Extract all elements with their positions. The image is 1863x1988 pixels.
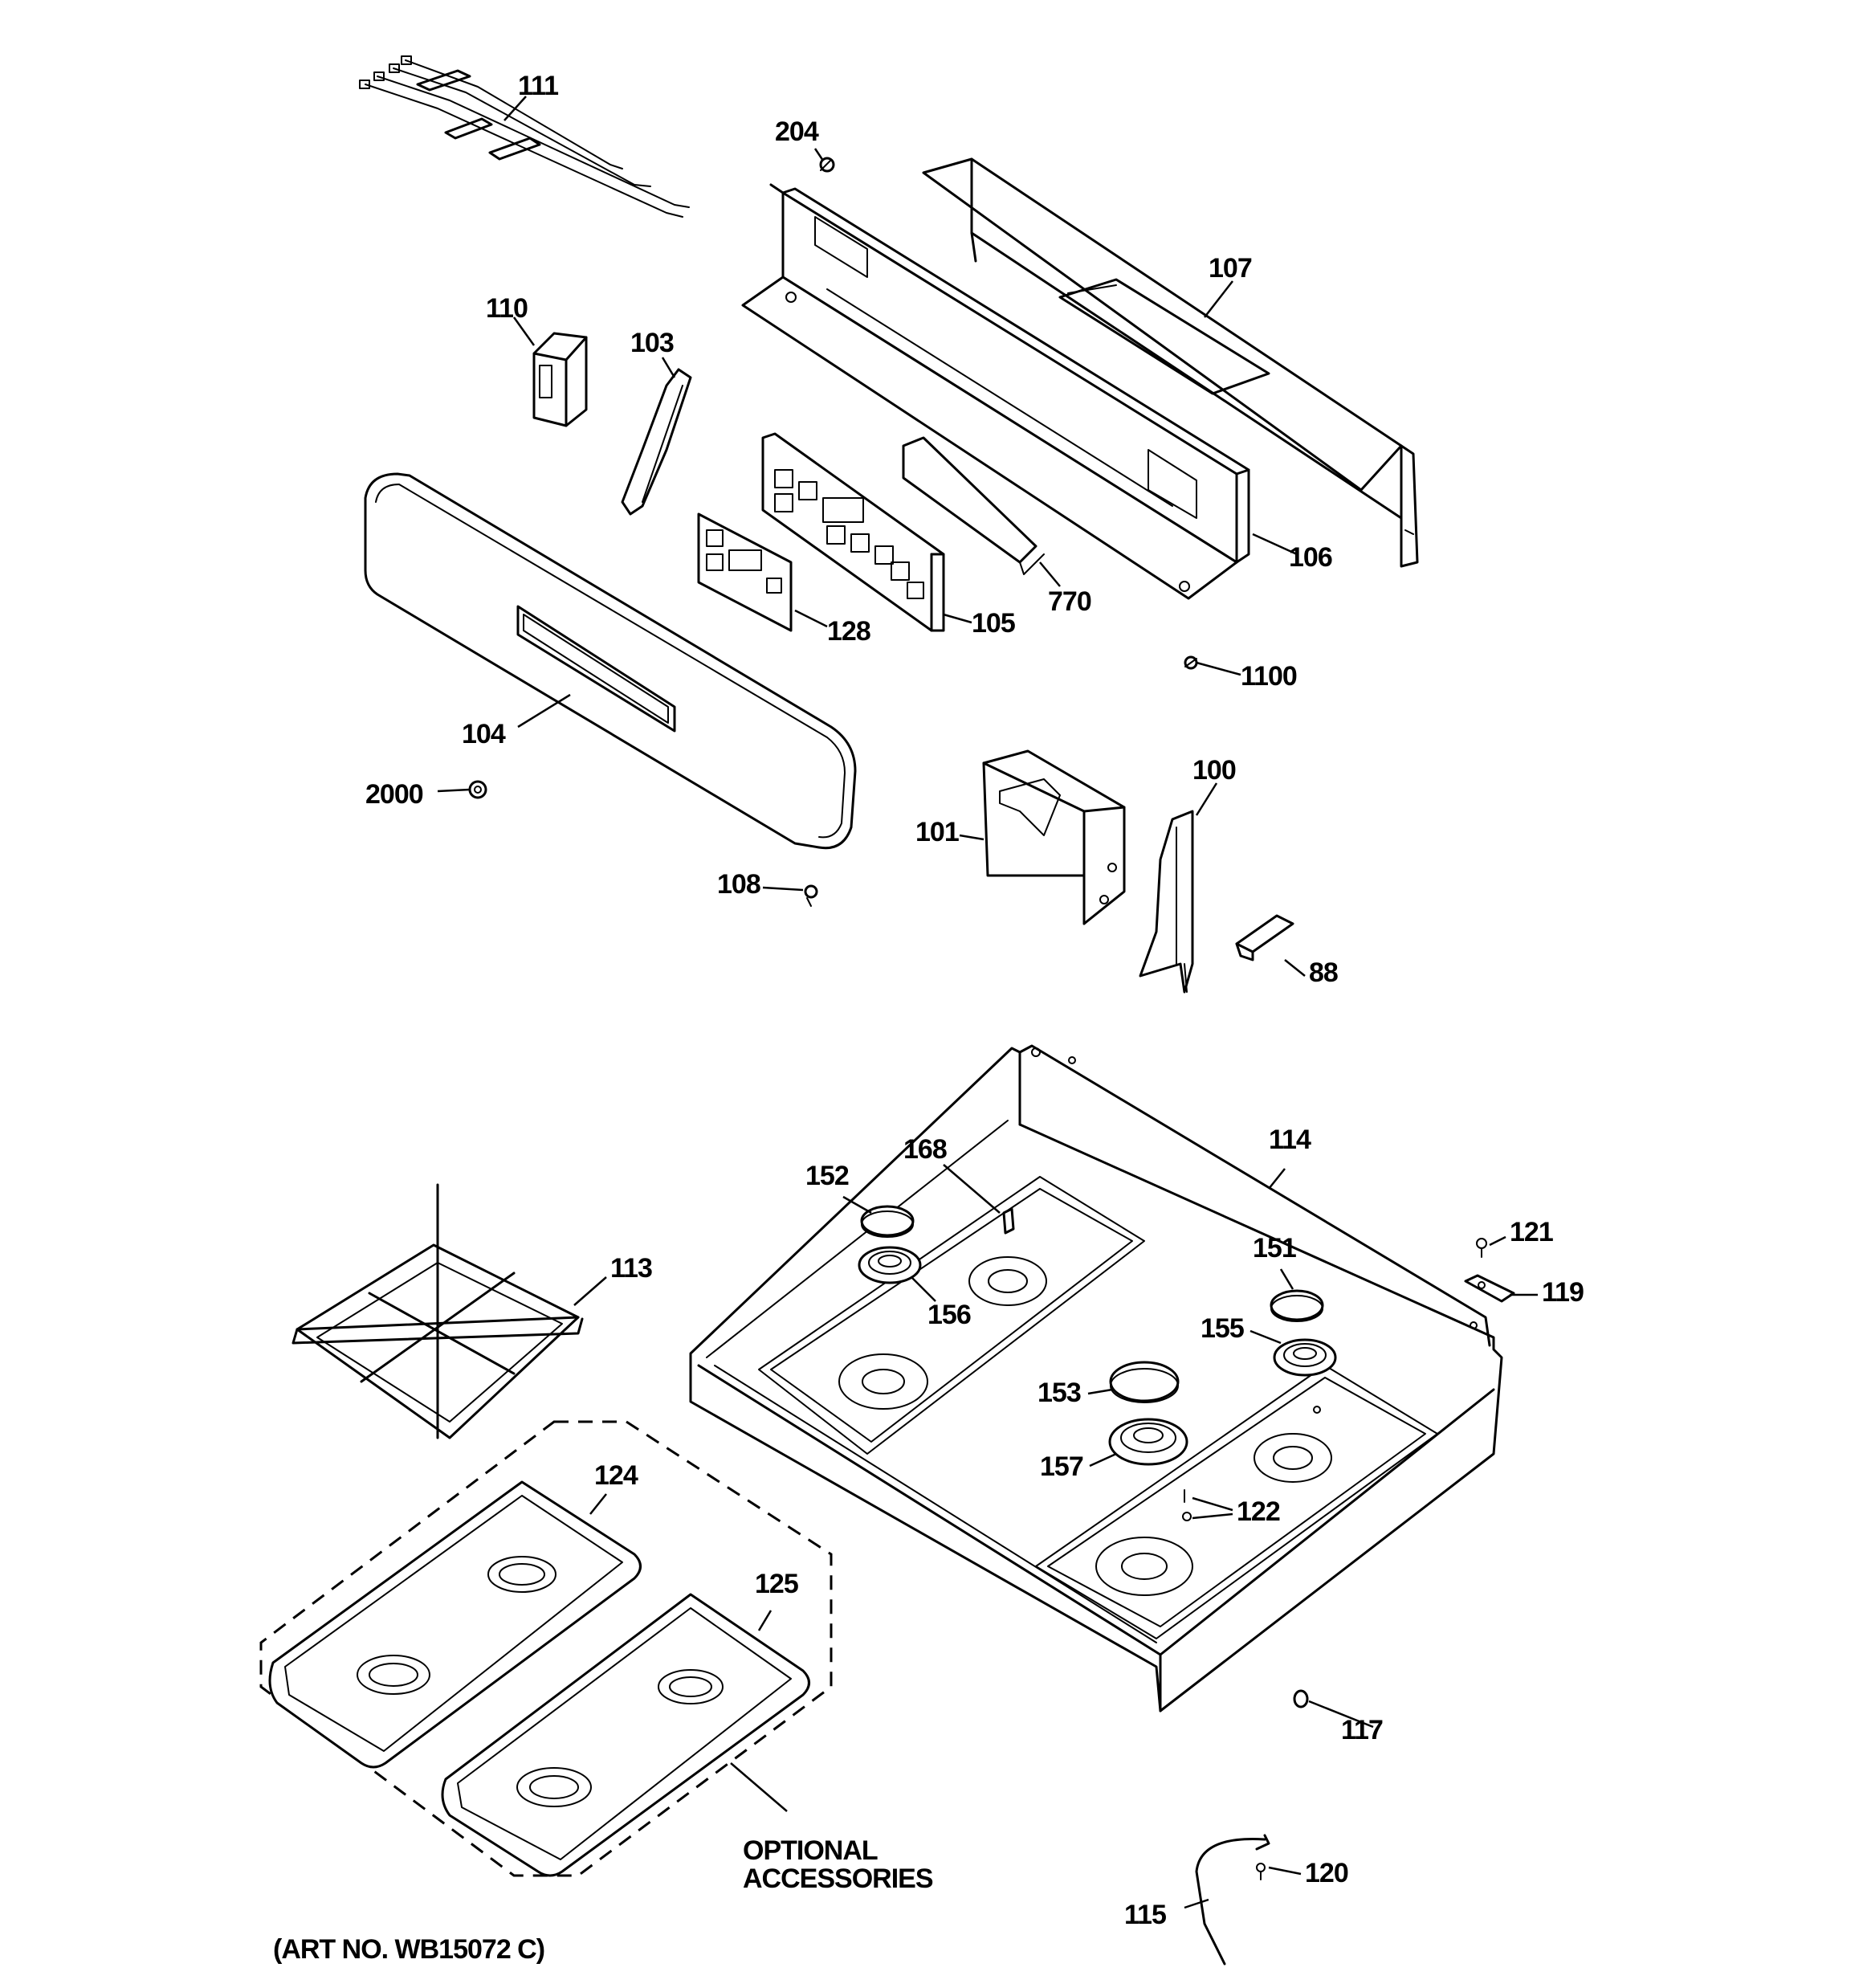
part-204-screw bbox=[819, 157, 835, 173]
part-110-module bbox=[532, 332, 588, 427]
part-119-bracket bbox=[1464, 1274, 1515, 1303]
part-770-insulation bbox=[902, 436, 1045, 575]
label-168: 168 bbox=[903, 1134, 947, 1165]
label-2000: 2000 bbox=[365, 779, 423, 810]
label-120: 120 bbox=[1305, 1858, 1348, 1888]
part-113-grate bbox=[291, 1183, 584, 1439]
part-125-drip-pan bbox=[441, 1593, 810, 1877]
part-114-cooktop bbox=[689, 1044, 1503, 1712]
label-156: 156 bbox=[927, 1300, 971, 1330]
part-121-screw bbox=[1476, 1238, 1487, 1258]
leader-lines bbox=[437, 96, 1538, 1909]
label-155: 155 bbox=[1201, 1313, 1244, 1344]
part-108-screw bbox=[804, 884, 818, 907]
part-107-backguard-cover bbox=[922, 157, 1419, 568]
part-153-burner-cap bbox=[1109, 1361, 1180, 1403]
part-1100-screw bbox=[1184, 655, 1198, 670]
label-153: 153 bbox=[1037, 1378, 1081, 1408]
part-156-burner-head bbox=[858, 1246, 922, 1284]
part-111-wire-harness bbox=[359, 55, 690, 218]
optional-accessories-line1: OPTIONAL bbox=[743, 1835, 878, 1866]
part-106-backguard-frame bbox=[741, 183, 1250, 600]
label-103: 103 bbox=[630, 328, 674, 358]
part-101-bracket bbox=[982, 749, 1126, 925]
label-108: 108 bbox=[717, 869, 760, 900]
label-151: 151 bbox=[1253, 1233, 1296, 1263]
label-152: 152 bbox=[805, 1161, 849, 1191]
part-151-burner-cap bbox=[1270, 1289, 1324, 1322]
label-122: 122 bbox=[1237, 1496, 1280, 1527]
label-770: 770 bbox=[1048, 586, 1091, 617]
part-152-burner-cap bbox=[860, 1205, 915, 1238]
part-124-drip-pan bbox=[268, 1480, 642, 1769]
label-1100: 1100 bbox=[1241, 661, 1297, 692]
part-115-rod bbox=[1195, 1834, 1270, 1966]
label-88: 88 bbox=[1309, 957, 1338, 988]
label-100: 100 bbox=[1192, 755, 1236, 786]
label-115: 115 bbox=[1124, 1900, 1166, 1930]
part-100-side-bracket bbox=[1139, 810, 1194, 994]
label-111: 111 bbox=[518, 71, 558, 101]
part-104-control-panel bbox=[364, 472, 857, 850]
label-107: 107 bbox=[1209, 253, 1252, 284]
label-110: 110 bbox=[486, 293, 528, 324]
part-157-burner-head bbox=[1108, 1418, 1188, 1466]
label-121: 121 bbox=[1510, 1217, 1553, 1247]
optional-accessories-outline bbox=[259, 1420, 833, 1877]
part-2000-grommet bbox=[468, 780, 487, 799]
part-117-grommet bbox=[1293, 1689, 1309, 1708]
part-168-electrode bbox=[1002, 1207, 1015, 1235]
label-104: 104 bbox=[462, 719, 506, 749]
label-128: 128 bbox=[827, 616, 870, 647]
label-125: 125 bbox=[755, 1569, 798, 1599]
label-106: 106 bbox=[1289, 542, 1332, 573]
part-120-screw bbox=[1256, 1863, 1266, 1880]
part-122-screws bbox=[1182, 1406, 1321, 1521]
part-103-bracket bbox=[621, 368, 692, 516]
label-204: 204 bbox=[775, 116, 819, 147]
art-number: (ART NO. WB15072 C) bbox=[273, 1934, 544, 1965]
optional-accessories-line2: ACCESSORIES bbox=[743, 1863, 933, 1894]
label-105: 105 bbox=[972, 608, 1015, 639]
label-113: 113 bbox=[610, 1253, 652, 1284]
part-88-clip bbox=[1235, 914, 1294, 961]
label-101: 101 bbox=[915, 817, 959, 847]
part-128-overlay bbox=[697, 512, 793, 632]
part-155-burner-head bbox=[1273, 1338, 1337, 1377]
label-124: 124 bbox=[594, 1460, 638, 1491]
label-119: 119 bbox=[1542, 1277, 1584, 1308]
part-105-control-board bbox=[761, 432, 945, 632]
label-117: 117 bbox=[1341, 1715, 1383, 1745]
label-114: 114 bbox=[1269, 1125, 1311, 1155]
label-157: 157 bbox=[1040, 1451, 1083, 1482]
